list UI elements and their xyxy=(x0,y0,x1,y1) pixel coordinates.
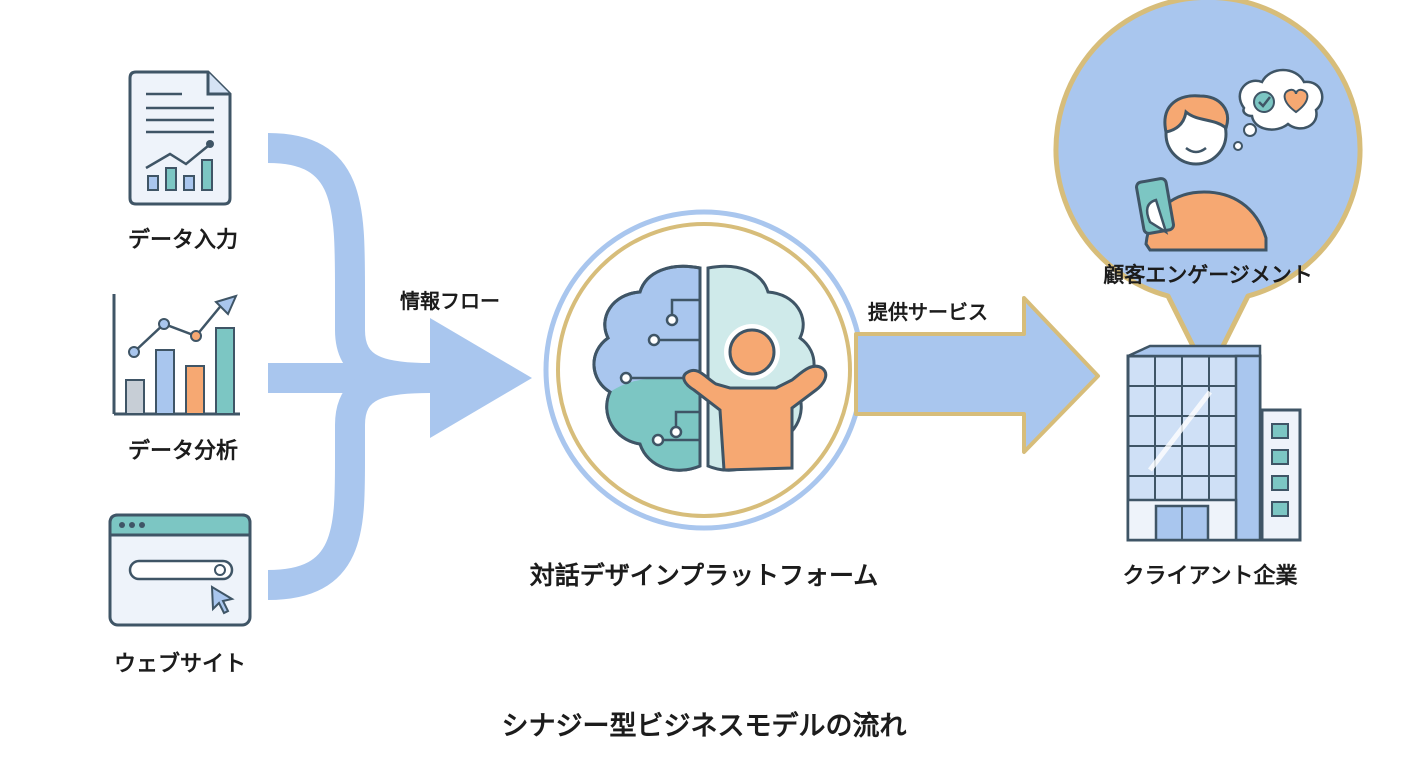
person-smartphone-icon xyxy=(1135,68,1324,252)
inflow-arrow-head xyxy=(430,318,532,438)
input-label-data-entry: データ入力 xyxy=(127,228,239,253)
browser-search-icon xyxy=(108,513,252,627)
service-arrow xyxy=(854,296,1100,454)
engagement-bubble xyxy=(1053,0,1363,379)
client-label: クライアント企業 xyxy=(1122,564,1298,589)
platform-label: 対話デザインプラットフォーム xyxy=(529,561,879,590)
flow-label: 情報フロー xyxy=(400,289,500,313)
service-label: 提供サービス xyxy=(868,300,988,324)
brain-person-icon xyxy=(592,264,828,472)
bar-chart-icon xyxy=(112,294,240,416)
document-chart-icon xyxy=(128,70,232,206)
inflow-arrows xyxy=(267,133,440,600)
input-label-data-analysis: データ分析 xyxy=(127,439,239,464)
office-building-icon xyxy=(1126,344,1302,542)
footer-title: シナジー型ビジネスモデルの流れ xyxy=(501,711,907,742)
input-label-website: ウェブサイト xyxy=(113,652,247,677)
engagement-label: 顧客エンゲージメント xyxy=(1103,263,1313,287)
